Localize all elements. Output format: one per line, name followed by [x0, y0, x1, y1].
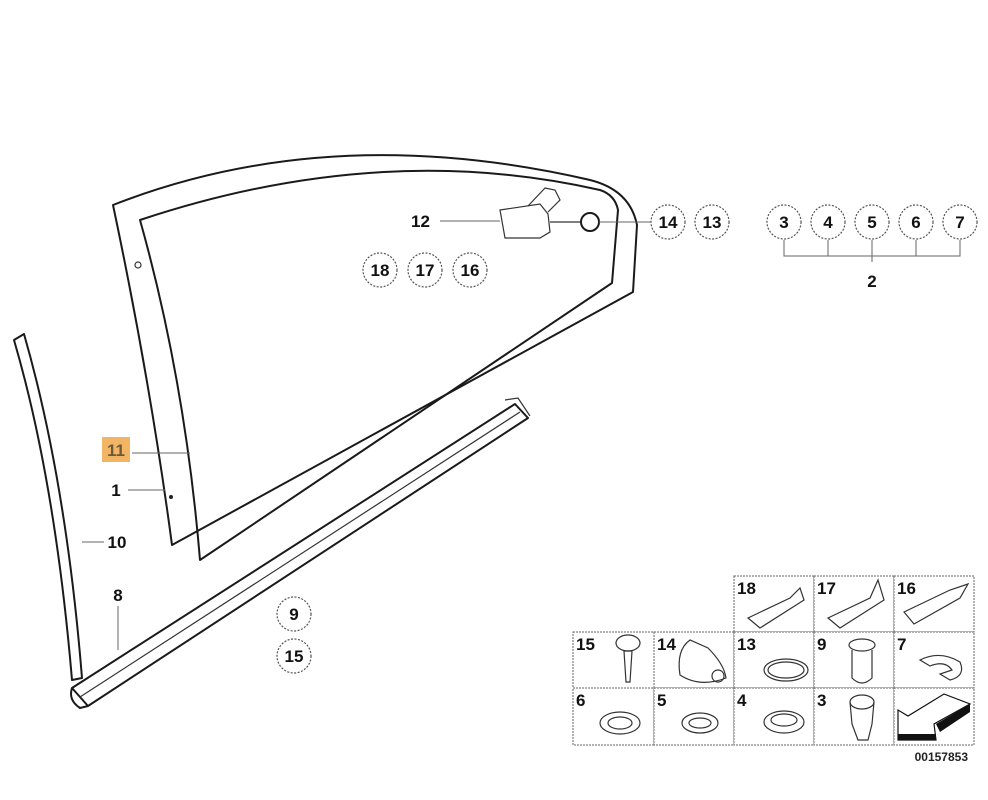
glass-pin-hole — [169, 495, 173, 499]
grid-cell-arrow[interactable] — [893, 687, 975, 746]
grid-cell-6[interactable]: 6 — [572, 687, 655, 746]
svg-text:18: 18 — [737, 579, 756, 598]
callout-2[interactable]: 2 — [867, 272, 876, 291]
grid-cell-3[interactable]: 3 — [813, 687, 895, 746]
quarter-window-glass-inner — [139, 169, 619, 561]
grid-cell-14[interactable]: 14 — [653, 631, 735, 689]
grid-cell-15[interactable]: 15 — [572, 631, 655, 689]
callout-10[interactable]: 10 — [108, 533, 127, 552]
callout-18[interactable]: 18 — [362, 252, 398, 288]
svg-text:14: 14 — [657, 635, 676, 654]
callout-12[interactable]: 12 — [411, 212, 430, 231]
svg-text:3: 3 — [817, 691, 826, 710]
parts-grid: 18 17 16 15 14 13 9 7 6 5 4 3 — [572, 575, 975, 746]
grid-cell-7[interactable]: 7 — [893, 631, 975, 689]
callout-16[interactable]: 16 — [452, 252, 488, 288]
seal-strip-drawing — [13, 333, 83, 681]
moulding-strip-drawing — [70, 397, 531, 709]
callout-14[interactable]: 14 — [650, 204, 686, 240]
callout-8[interactable]: 8 — [113, 586, 122, 605]
svg-text:16: 16 — [897, 579, 916, 598]
svg-text:18: 18 — [371, 261, 390, 280]
callout-17[interactable]: 17 — [407, 252, 443, 288]
svg-text:17: 17 — [416, 261, 435, 280]
svg-text:6: 6 — [911, 213, 920, 232]
callout-11-highlighted[interactable]: 11 — [102, 437, 130, 462]
callout-4[interactable]: 4 — [810, 204, 846, 240]
grid-cell-16[interactable]: 16 — [893, 575, 975, 633]
svg-text:5: 5 — [867, 213, 876, 232]
callout-3[interactable]: 3 — [766, 204, 802, 240]
callout-5[interactable]: 5 — [854, 204, 890, 240]
callout-7[interactable]: 7 — [942, 204, 978, 240]
grid-cell-5[interactable]: 5 — [653, 687, 735, 746]
svg-text:13: 13 — [703, 213, 722, 232]
latch-hinge-drawing — [499, 187, 600, 239]
svg-text:11: 11 — [107, 441, 125, 460]
svg-text:17: 17 — [817, 579, 836, 598]
grid-cell-17[interactable]: 17 — [813, 575, 895, 633]
glass-pin-hole — [134, 261, 142, 269]
svg-text:15: 15 — [285, 647, 304, 666]
svg-text:6: 6 — [576, 691, 585, 710]
callout-1[interactable]: 1 — [111, 481, 120, 500]
quarter-window-glass-outline — [112, 154, 638, 546]
svg-text:15: 15 — [576, 635, 595, 654]
svg-text:3: 3 — [779, 213, 788, 232]
svg-text:13: 13 — [737, 635, 756, 654]
grid-cell-9[interactable]: 9 — [813, 631, 895, 689]
svg-text:9: 9 — [289, 605, 298, 624]
svg-text:16: 16 — [461, 261, 480, 280]
image-number: 00157853 — [915, 750, 969, 764]
callout-13[interactable]: 13 — [694, 204, 730, 240]
svg-text:4: 4 — [737, 691, 747, 710]
svg-text:7: 7 — [897, 635, 906, 654]
svg-text:7: 7 — [955, 213, 964, 232]
svg-text:14: 14 — [659, 213, 678, 232]
callout-15[interactable]: 15 — [276, 638, 312, 674]
callout-6[interactable]: 6 — [898, 204, 934, 240]
grid-cell-13[interactable]: 13 — [733, 631, 815, 689]
svg-text:4: 4 — [823, 213, 833, 232]
svg-text:9: 9 — [817, 635, 826, 654]
svg-text:5: 5 — [657, 691, 666, 710]
grid-cell-4[interactable]: 4 — [733, 687, 815, 746]
grid-cell-18[interactable]: 18 — [733, 575, 815, 633]
callout-9[interactable]: 9 — [276, 596, 312, 632]
